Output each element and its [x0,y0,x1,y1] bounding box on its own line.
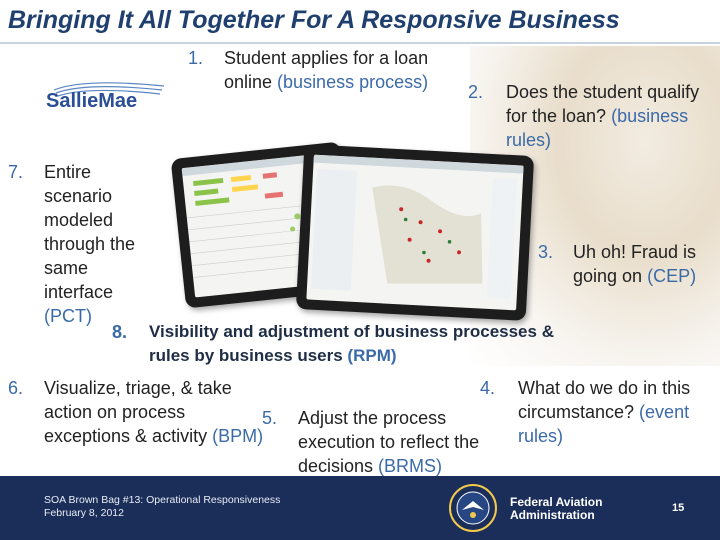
item-3-text: Uh oh! Fraud is going on (CEP) [573,240,713,288]
agency-name: Federal Aviation Administration [510,496,602,522]
item-3-category: (CEP) [647,266,696,286]
item-2-number: 2. [468,80,483,104]
item-4-text: What do we do in this circumstance? (eve… [518,376,718,448]
item-3-number: 3. [538,240,553,264]
item-7-number: 7. [8,160,23,184]
footer-event: SOA Brown Bag #13: Operational Responsiv… [44,494,280,507]
item-6-category: (BPM) [212,426,263,446]
tablet-dashboard-2 [296,144,534,321]
item-1-category: (business process) [277,72,428,92]
item-8-category: (RPM) [347,346,396,365]
item-6-text: Visualize, triage, & take action on proc… [44,376,264,448]
item-8-text: Visibility and adjustment of business pr… [149,320,579,368]
item-6-label: Visualize, triage, & take action on proc… [44,378,232,446]
item-7-text: Entire scenario modeled through the same… [44,160,154,328]
footer-event-info: SOA Brown Bag #13: Operational Responsiv… [44,494,280,520]
item-2-text: Does the student qualify for the loan? (… [506,80,706,152]
tablet-screen [306,155,523,311]
item-1-number: 1. [188,46,203,70]
item-1-text: Student applies for a loan online (busin… [224,46,434,94]
item-7-label: Entire scenario modeled through the same… [44,162,135,302]
item-4-number: 4. [480,376,495,400]
page-number: 15 [672,502,684,514]
faa-seal-icon [448,483,498,533]
footer-date: February 8, 2012 [44,507,280,520]
slide-title: Bringing It All Together For A Responsiv… [8,6,620,35]
dashboard-map-graphic [306,155,523,311]
item-7-category: (PCT) [44,306,92,326]
item-5-text: Adjust the process execution to reflect … [298,406,508,478]
item-5-number: 5. [262,406,277,430]
salliemae-logo: SallieMae [44,78,170,110]
agency-line-2: Administration [510,509,602,522]
logo-wordmark: SallieMae [46,90,137,110]
item-5-category: (BRMS) [378,456,442,476]
item-6-number: 6. [8,376,23,400]
title-divider [0,42,720,44]
item-8-number: 8. [112,320,127,344]
